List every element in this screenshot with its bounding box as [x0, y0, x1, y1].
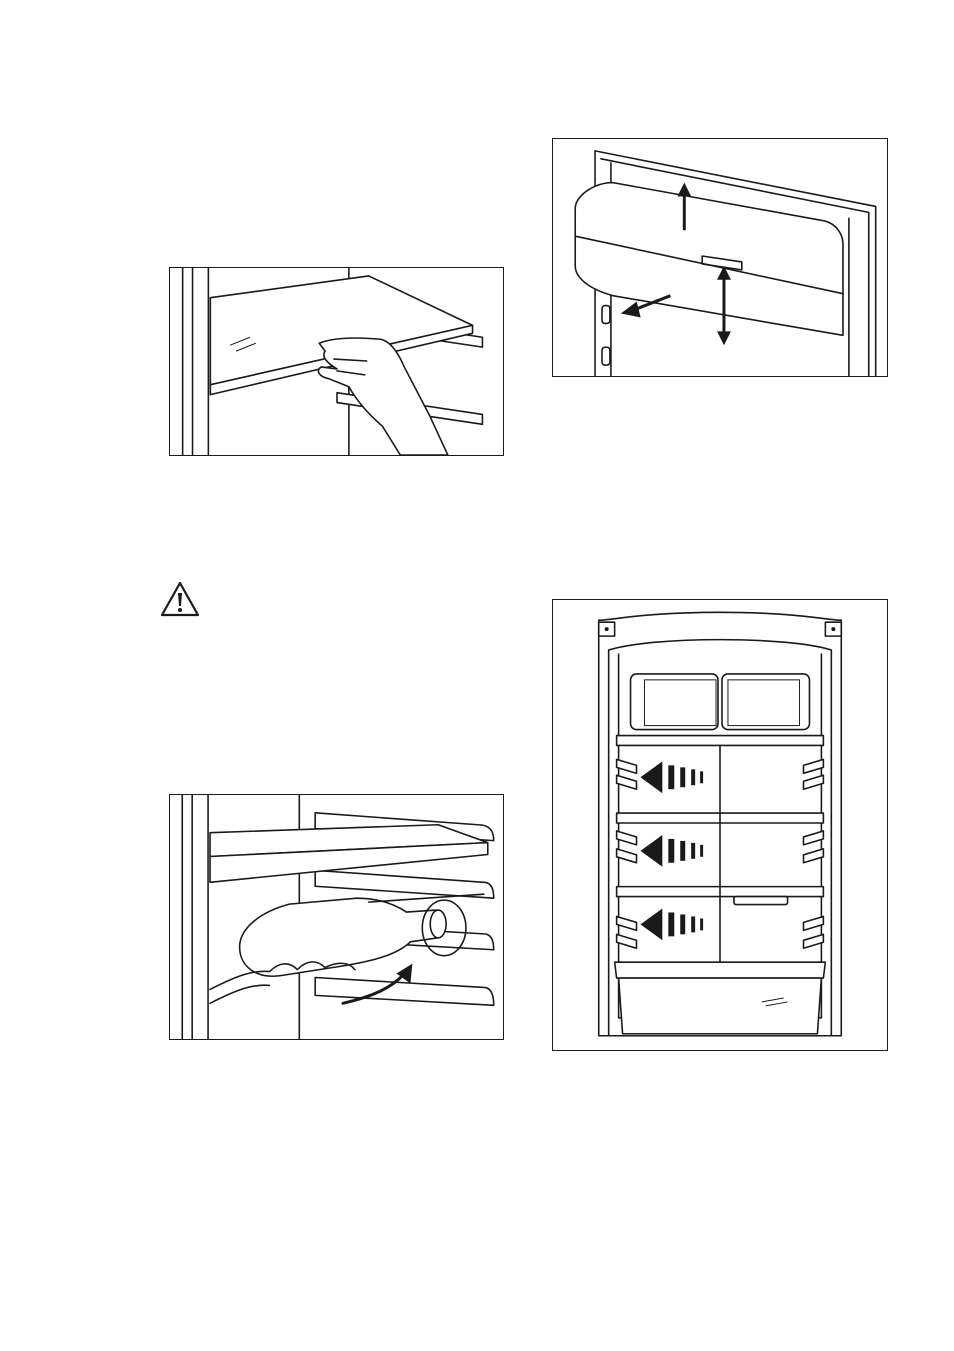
- airflow-arrow-middle: [640, 835, 703, 867]
- shelf-removal-illustration: [170, 268, 503, 455]
- airflow-arrow-bottom: [640, 909, 703, 941]
- shelf-removal-figure: [169, 267, 504, 456]
- fridge-airflow-illustration: [553, 600, 887, 1050]
- bottle-rack-illustration: [170, 795, 503, 1039]
- bottle-rack-figure: [169, 794, 504, 1040]
- door-bin-figure: [552, 138, 888, 377]
- airflow-arrow-top: [640, 761, 703, 793]
- warning-triangle-icon: [159, 580, 201, 618]
- door-bin-illustration: [553, 139, 887, 376]
- fridge-airflow-figure: [552, 599, 888, 1051]
